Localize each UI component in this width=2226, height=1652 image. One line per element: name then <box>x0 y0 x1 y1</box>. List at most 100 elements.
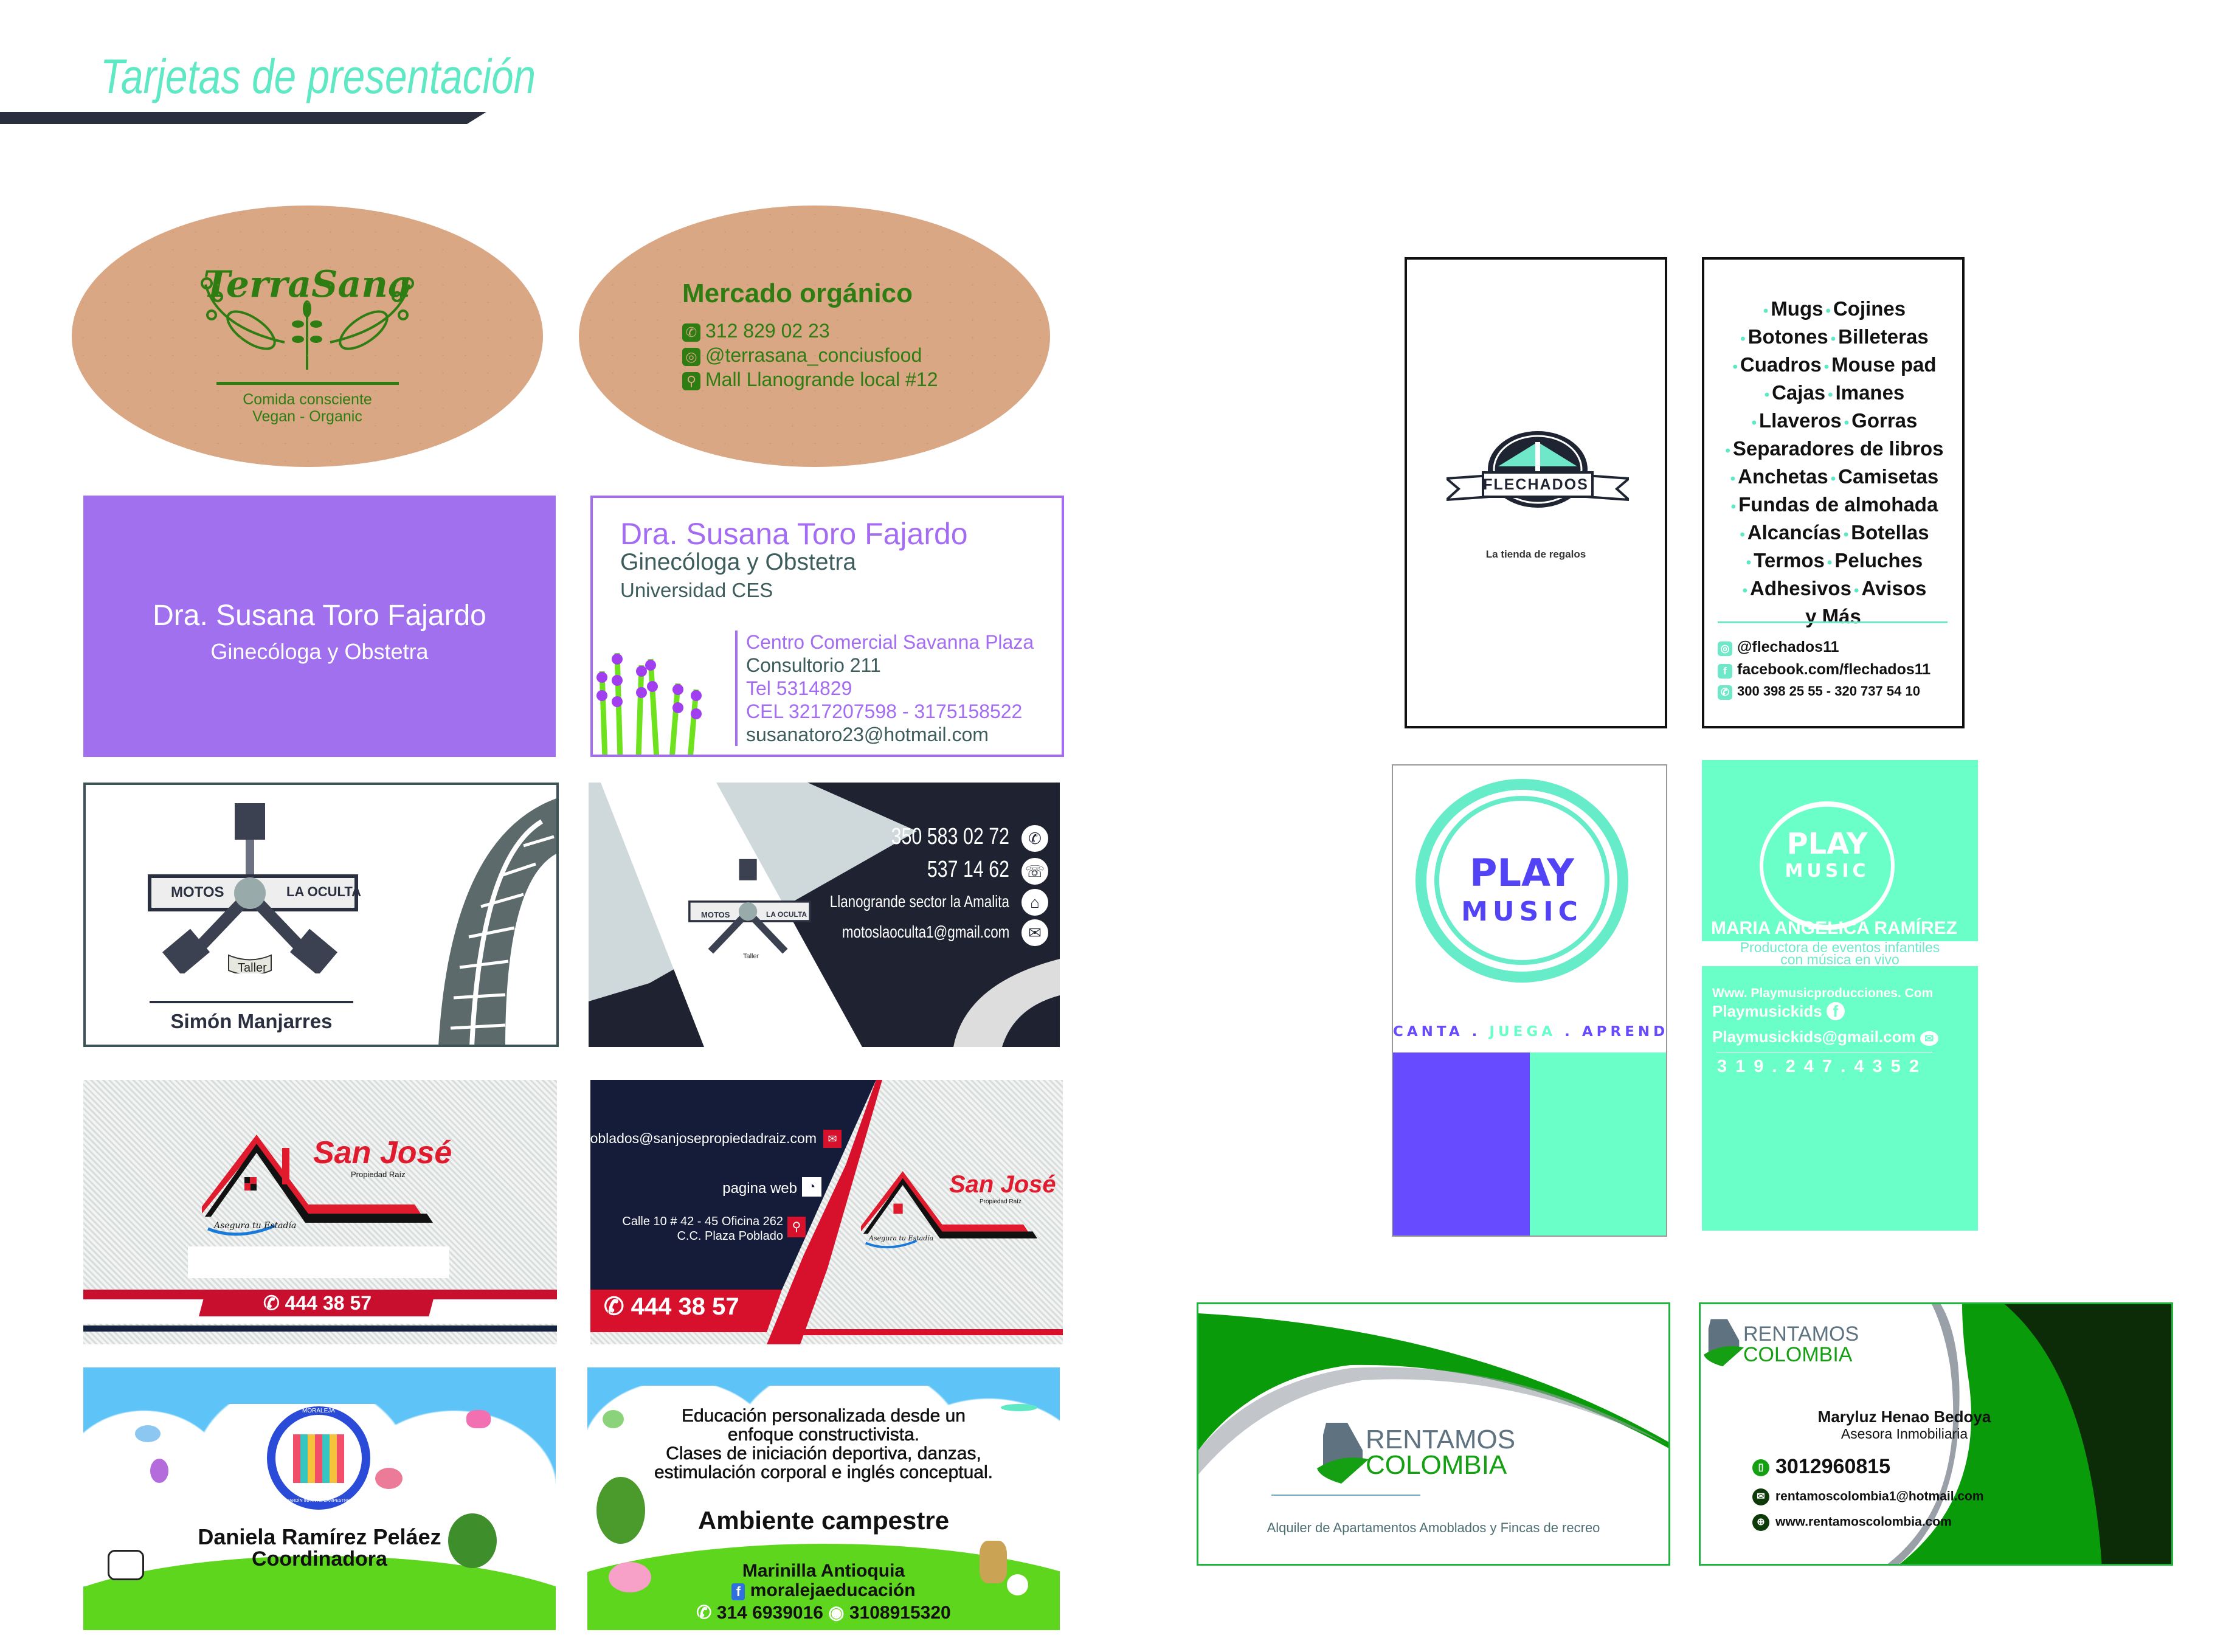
slogan-aprende: APRENDE <box>1581 1024 1667 1040</box>
facebook-page: Playmusickids <box>1712 1002 1822 1020</box>
website[interactable]: Www. Playmusicproducciones. Com <box>1712 986 1934 1000</box>
bullet-icon: • <box>1763 303 1769 319</box>
instagram-icon: ◎ <box>682 347 700 366</box>
description-2: con música en vivo <box>1780 952 1899 967</box>
product-item: Botellas <box>1851 521 1929 544</box>
instagram-handle: @terrasana_conciusfood <box>705 344 922 366</box>
card-rentamos-front: RENTAMOS COLOMBIA Alquiler de Apartament… <box>1197 1302 1670 1566</box>
facebook-icon: f <box>1826 1002 1845 1020</box>
white-band <box>1702 941 1978 966</box>
sanjose-subtitle: Propiedad Raíz <box>351 1170 406 1179</box>
logo-text-motos: MOTOS <box>171 884 224 900</box>
products-list: •Mugs•Cojines•Botones•Billeteras•Cuadros… <box>1704 296 1962 629</box>
leaf-wreath-icon <box>201 277 414 370</box>
mail-icon: ✉ <box>1920 1031 1938 1046</box>
sanjose-slogan: Asegura tu Estadía <box>214 1221 297 1231</box>
whatsapp-icon: ✆ <box>682 323 700 342</box>
slogan-separator: . <box>1471 1024 1481 1040</box>
product-item: Termos <box>1754 549 1825 572</box>
whatsapp-number: 350 583 02 72 <box>891 824 1009 849</box>
terrasana-tagline-2: Vegan - Organic <box>252 408 362 425</box>
website[interactable]: www.rentamoscolombia.com <box>1775 1515 1952 1529</box>
card-playmusic-front: PLAY MUSIC CANTA . JUEGA . APRENDE <box>1392 764 1667 1237</box>
whatsapp-number: 3108915320 <box>849 1603 951 1623</box>
terrasana-logo-text: TerraSana <box>203 263 412 306</box>
product-line: •Anchetas•Camisetas <box>1704 464 1962 492</box>
product-item: Gorras <box>1851 409 1918 432</box>
product-line: •Llaveros•Gorras <box>1704 408 1962 436</box>
slogan-separator: . <box>1564 1024 1574 1040</box>
rentamos-house-icon <box>1704 1319 1744 1367</box>
playmusic-logo-ring <box>1760 801 1895 930</box>
wifi-icon: ◔ <box>802 1177 821 1197</box>
description-line-2: enfoque constructivista. <box>727 1425 920 1445</box>
flechados-logo-text: FLECHADOS <box>1483 476 1589 493</box>
logo-text-motos: MOTOS <box>701 910 730 919</box>
divider-vertical <box>735 631 738 746</box>
kids-icon <box>293 1434 344 1483</box>
green-swoosh <box>1887 1304 2171 1564</box>
piston-logo-icon <box>148 803 358 973</box>
bird-icon <box>603 1410 624 1428</box>
sanjose-brand: San José <box>949 1171 1056 1198</box>
bullet-icon: • <box>1853 582 1859 599</box>
card-susana-front: Dra. Susana Toro Fajardo Ginecóloga y Ob… <box>83 496 556 757</box>
product-line: •Cajas•Imanes <box>1704 380 1962 408</box>
person-name: MARIA ANGELICA RAMÍREZ <box>1711 918 1957 938</box>
rabbit-icon <box>1007 1574 1028 1595</box>
logo-text-taller: Taller <box>238 961 267 975</box>
lavender-flowers-icon <box>596 652 702 755</box>
email: motoslaoculta1@gmail.com <box>842 922 1009 941</box>
product-item: Alcancías <box>1747 521 1841 544</box>
agent-name: Maryluz Henao Bedoya <box>1817 1408 1991 1426</box>
bullet-icon: • <box>1740 331 1746 347</box>
website-link[interactable]: pagina web <box>722 1180 797 1197</box>
product-item: Anchetas <box>1738 465 1828 488</box>
playmusic-logo-top: PLAY <box>1786 827 1868 861</box>
flechados-logo-icon <box>1447 431 1629 508</box>
product-item: Imanes <box>1835 381 1905 404</box>
card-flechados-front: FLECHADOS La tienda de regalos <box>1405 257 1667 728</box>
highlight: Ambiente campestre <box>697 1506 950 1535</box>
sanjose-slogan: Asegura tu Estadía <box>869 1234 934 1242</box>
office: Consultorio 211 <box>746 654 881 676</box>
playmusic-logo-ring-inner <box>1434 796 1609 965</box>
house-logo-icon <box>202 1135 433 1236</box>
phone-number: 314 6939016 <box>716 1603 823 1623</box>
bullet-icon: • <box>1823 359 1830 375</box>
phone: 312 829 02 23 <box>705 320 830 342</box>
bird-icon <box>375 1468 403 1489</box>
rentamos-logo-2: COLOMBIA <box>1743 1343 1853 1366</box>
playmusic-logo-bottom: MUSIC <box>1461 896 1583 927</box>
phone-icon: ✆ <box>696 1603 712 1623</box>
bullet-icon: • <box>1742 582 1748 599</box>
description-line-3: Clases de iniciación deportiva, danzas, <box>666 1443 981 1464</box>
divider <box>1718 621 1948 623</box>
mail-icon: ✉ <box>1021 919 1048 946</box>
card-flechados-back: •Mugs•Cojines•Botones•Billeteras•Cuadros… <box>1702 257 1965 728</box>
logo-text-la-oculta: LA OCULTA <box>286 884 362 899</box>
bullet-icon: • <box>1828 387 1833 403</box>
email: Playmusickids@gmail.com <box>1712 1028 1916 1046</box>
coordinator-name: Daniela Ramírez Peláez <box>198 1524 441 1549</box>
product-item: Adhesivos <box>1750 577 1851 600</box>
doctor-name: Dra. Susana Toro Fajardo <box>153 600 486 632</box>
card-terrasana-front: TerraSana Comida consciente Vegan - Orga… <box>72 206 543 467</box>
city: Marinilla Antioquia <box>742 1561 905 1581</box>
terrasana-tagline-1: Comida consciente <box>243 391 372 408</box>
product-more: y Más <box>1805 605 1861 627</box>
bullet-icon: • <box>1843 527 1849 543</box>
product-line: •Fundas de almohada <box>1704 492 1962 520</box>
university: Universidad CES <box>620 579 773 601</box>
instagram-icon: ◎ <box>1718 641 1732 656</box>
playmusic-logo-top: PLAY <box>1470 851 1574 895</box>
doctor-name: Dra. Susana Toro Fajardo <box>620 517 968 551</box>
description-line-4: estimulación corporal e inglés conceptua… <box>654 1462 994 1483</box>
description-line-1: Educación personalizada desde un <box>681 1406 966 1426</box>
slogan-canta: CANTA <box>1393 1024 1464 1040</box>
phone-badge: ✆ 444 38 57 <box>199 1290 436 1316</box>
description-1: Productora de eventos infantiles <box>1740 939 1940 955</box>
divider <box>1271 1495 1420 1496</box>
tree-icon <box>448 1513 497 1568</box>
address-place: Centro Comercial Savanna Plaza <box>746 631 1034 653</box>
